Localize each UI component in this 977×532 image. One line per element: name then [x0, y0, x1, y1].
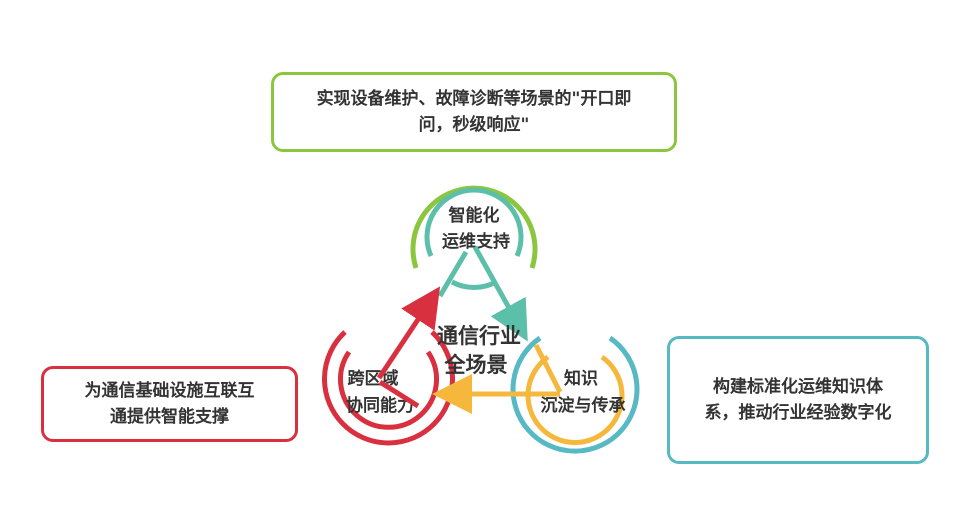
node-top-label-line1: 智能化 [449, 205, 500, 226]
top-callout-line2: 问，秒级响应" [418, 115, 530, 135]
left-callout-box: 为通信基础设施互联互 通提供智能支撑 [41, 366, 298, 442]
node-right-outer-ring [510, 335, 640, 454]
arrow-top-left-segment [437, 250, 469, 298]
arrow-top-to-right [472, 245, 528, 342]
left-callout-line2: 通提供智能支撑 [110, 407, 229, 427]
node-left-label-line2: 协同能力 [346, 395, 414, 416]
node-top-inner-ring-bottom [450, 279, 498, 290]
cycle-arrows [376, 245, 563, 414]
left-callout-line1: 为通信基础设施互联互 [84, 380, 255, 401]
node-right-inner-ring [525, 354, 625, 445]
node-top-label-line2: 运维支持 [442, 231, 510, 252]
arrow-left-to-top [376, 286, 441, 380]
top-callout-box: 实现设备维护、故障诊断等场景的"开口即 问，秒级响应" [271, 72, 677, 152]
node-right-label-line1: 知识 [563, 368, 598, 389]
right-callout-box: 构建标准化运维知识体 系，推动行业经验数字化 [667, 336, 929, 464]
node-left-label-line1: 跨区域 [348, 368, 399, 389]
arrow-right-upper-segment [533, 343, 563, 394]
node-right-label-line2: 沉淀与传承 [541, 395, 626, 416]
right-callout-line2: 系，推动行业经验数字化 [704, 403, 892, 423]
node-top-inner-ring [424, 187, 524, 258]
node-top: 智能化 运维支持 [410, 185, 538, 290]
center-label-line1: 通信行业 [437, 324, 521, 348]
arrow-left-bottom-segment [378, 379, 420, 409]
center-label-line2: 全场景 [444, 353, 508, 377]
right-callout-line1: 构建标准化运维知识体 [713, 376, 883, 397]
node-right: 知识 沉淀与传承 [510, 335, 640, 454]
node-top-outer-ring [410, 185, 538, 269]
top-callout-line1: 实现设备维护、故障诊断等场景的"开口即 [316, 88, 632, 109]
node-left-outer-ring [322, 330, 455, 446]
